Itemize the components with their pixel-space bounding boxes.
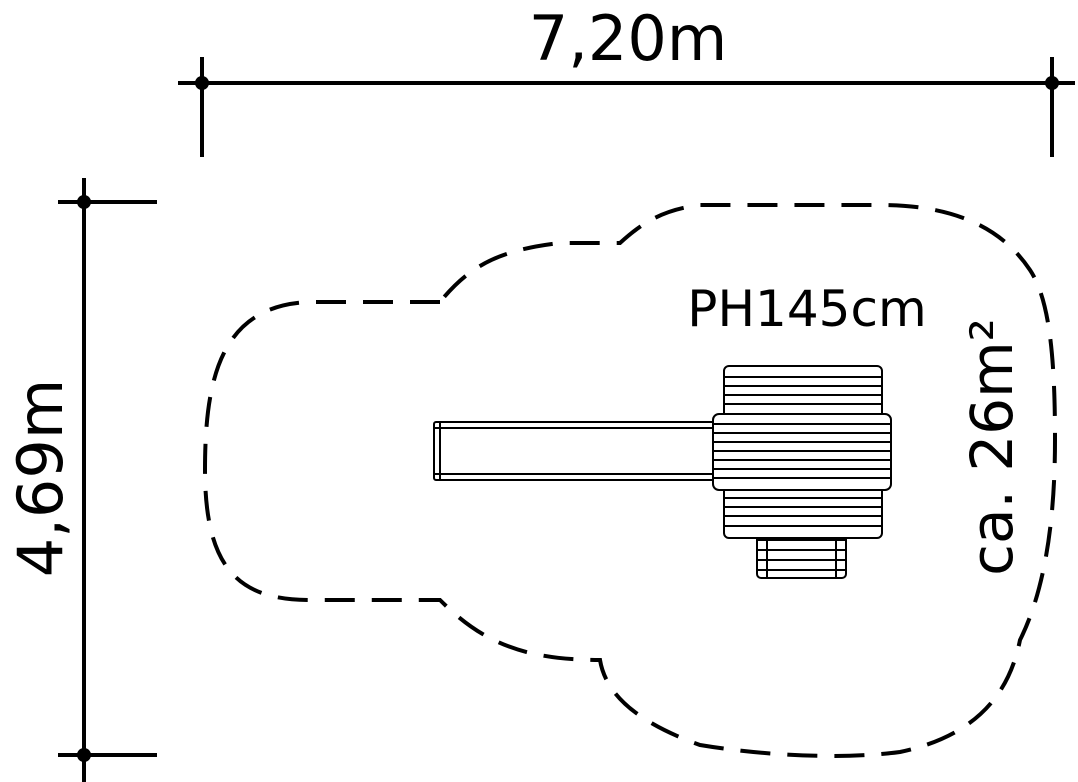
width-dimension-right-dot [1045,76,1059,90]
width-dimension-left-dot [195,76,209,90]
width-dimension [178,57,1075,157]
platform-deck-planks [713,423,891,479]
platform-height-label: PH145cm [687,280,926,338]
depth-label: 4,69m [4,379,77,577]
depth-dimension-bottom-dot [77,748,91,762]
slide [433,421,717,481]
depth-dimension-top-dot [77,195,91,209]
safety-area-outline [202,203,1058,758]
width-label: 7,20m [529,2,727,75]
play-tower [433,365,892,579]
area-label: ca. 26m² [958,318,1026,576]
tower-roof-planks [724,376,882,527]
depth-dimension [58,178,157,782]
